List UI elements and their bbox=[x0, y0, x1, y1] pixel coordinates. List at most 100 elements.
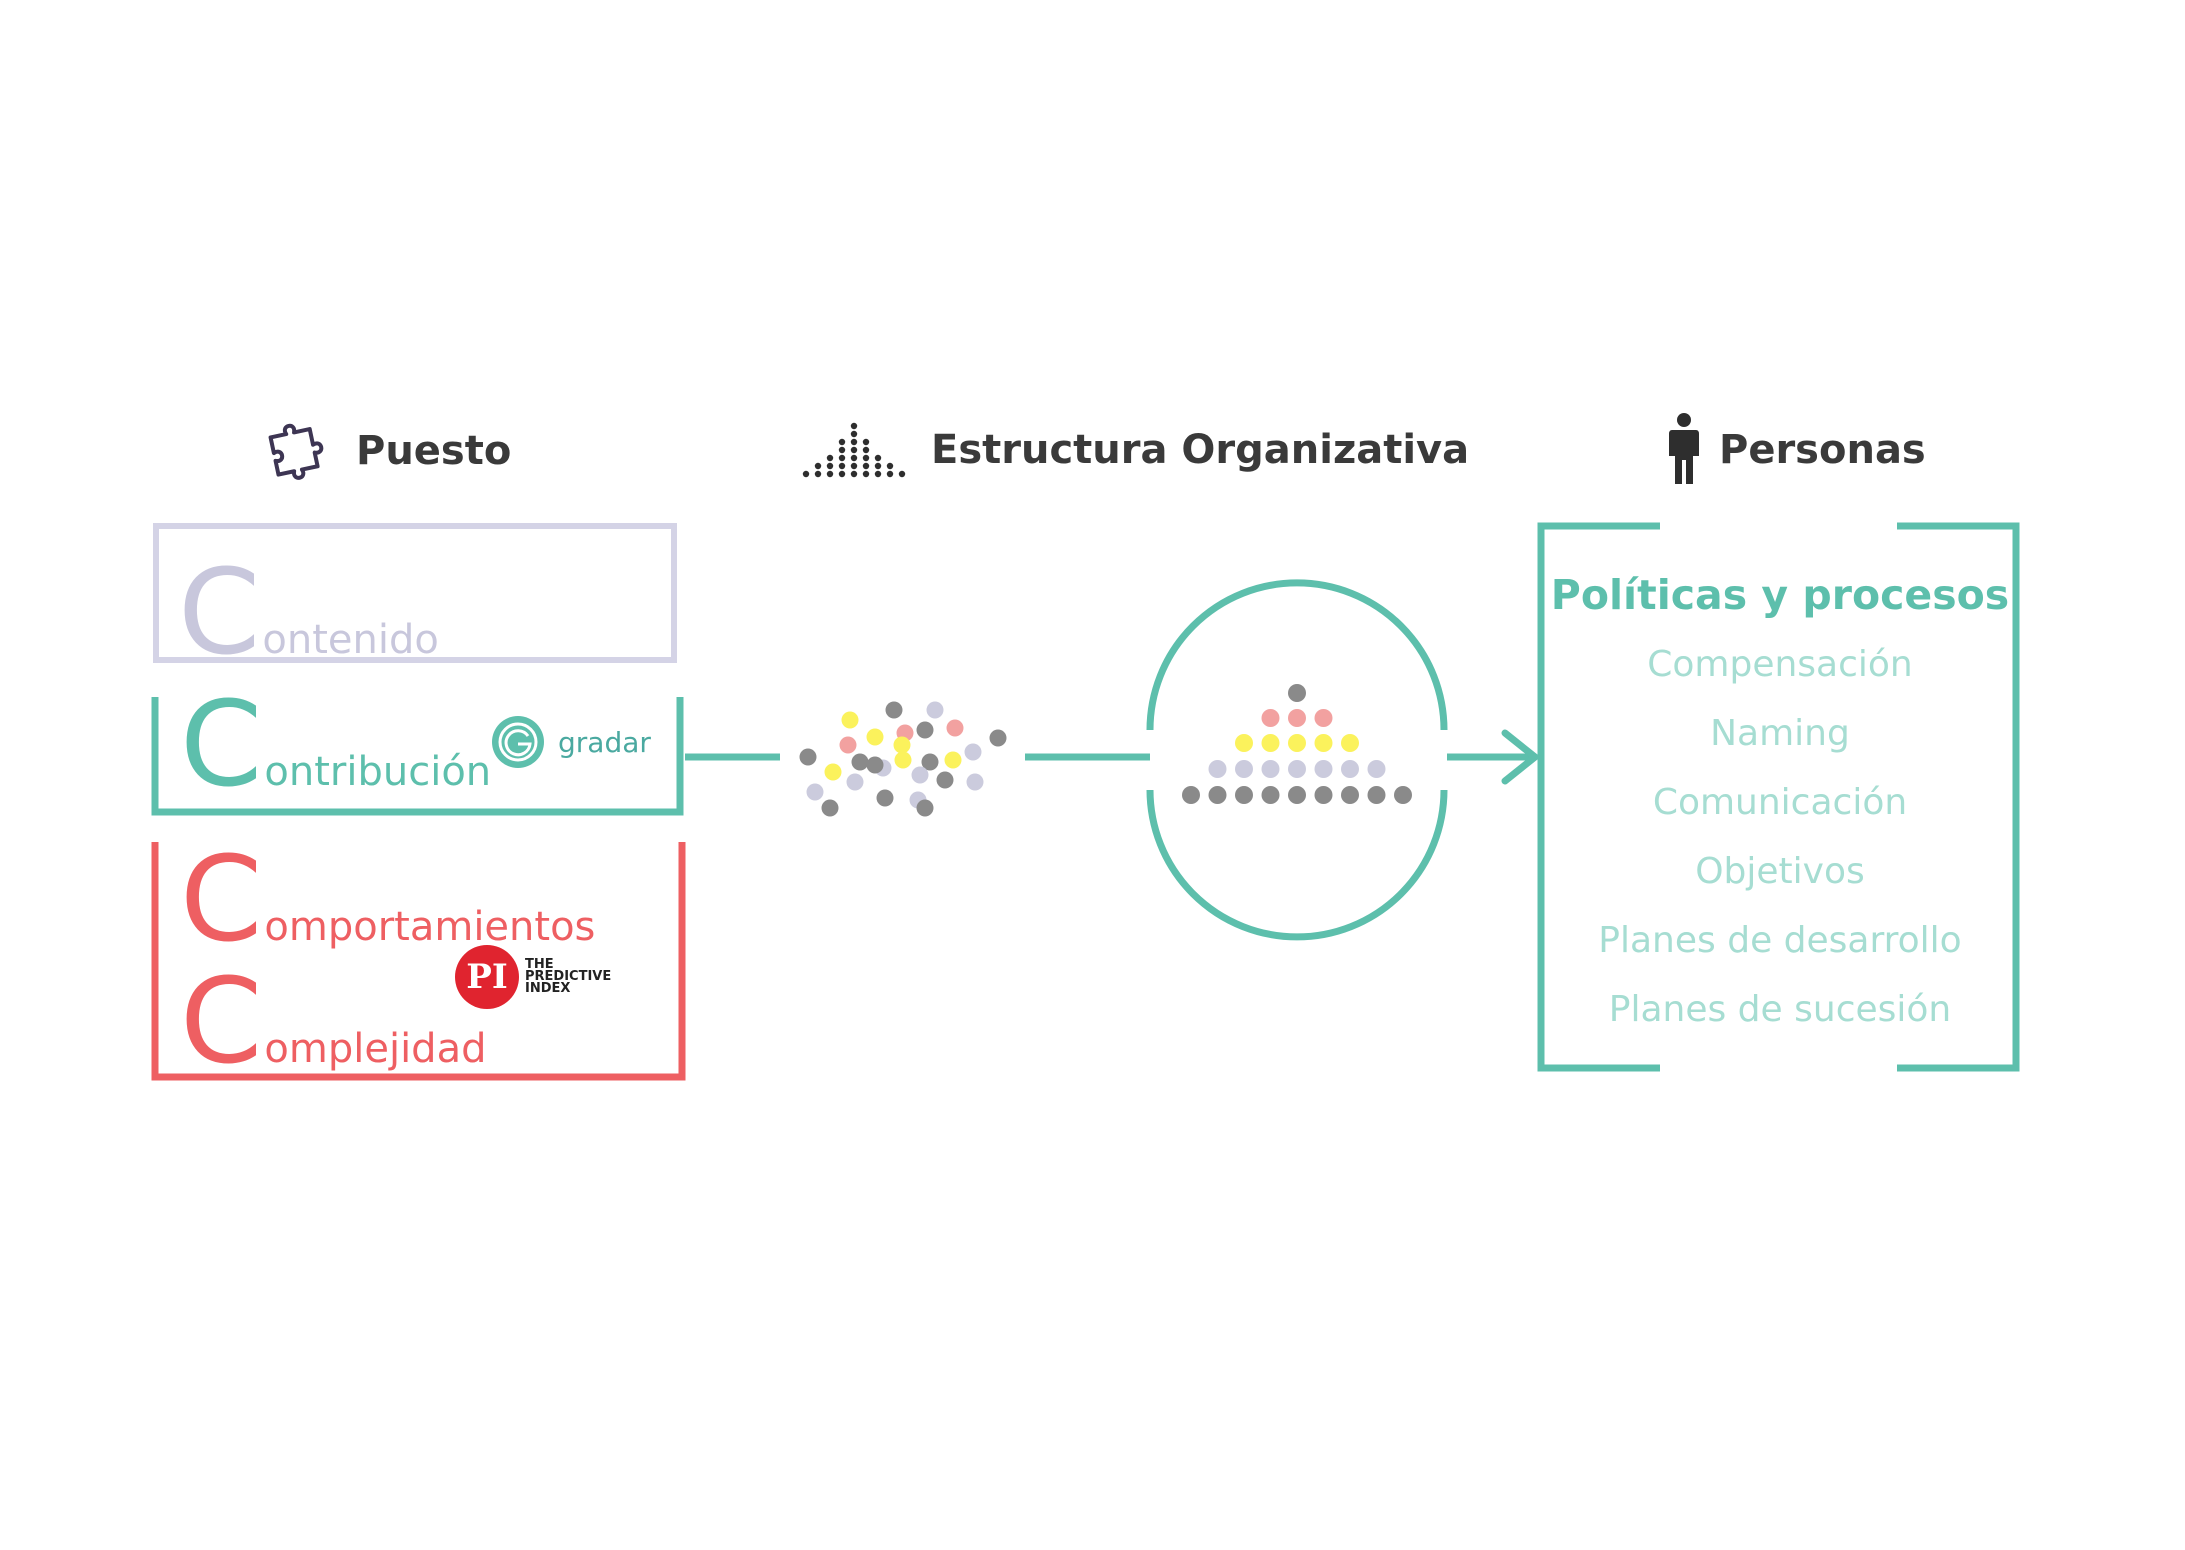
contenido-box bbox=[153, 523, 677, 663]
pyramid-icon-dot bbox=[862, 462, 870, 470]
scattered-dots bbox=[799, 701, 1007, 817]
pi-line-2: PREDICTIVE bbox=[525, 969, 612, 984]
contenido-term: C ontenido bbox=[178, 553, 439, 671]
pyramid-dot bbox=[1341, 760, 1359, 778]
pyramid-dot bbox=[1288, 734, 1306, 752]
header-puesto: Puesto bbox=[268, 418, 511, 484]
pyramid-dot bbox=[1261, 709, 1280, 727]
pyramid-dot bbox=[1314, 734, 1333, 752]
scatter-dot bbox=[966, 773, 984, 791]
scatter-dot bbox=[964, 743, 982, 761]
pyramid-icon-dot bbox=[850, 454, 858, 462]
pyramid-dot bbox=[1235, 786, 1253, 804]
pyramid-icon-dot bbox=[838, 454, 846, 462]
pyramid-dot bbox=[1341, 786, 1359, 804]
scatter-dot bbox=[893, 736, 911, 754]
pyramid-dot bbox=[1367, 786, 1386, 804]
pyramid-dot bbox=[1367, 760, 1386, 778]
pyramid-icon-dot bbox=[874, 470, 882, 478]
scatter-dot bbox=[944, 751, 962, 769]
scatter-dot bbox=[846, 773, 864, 791]
contribucion-initial: C bbox=[180, 675, 263, 813]
complejidad-initial: C bbox=[180, 952, 263, 1090]
pyramid-dot bbox=[1261, 734, 1280, 752]
pyramid-icon-dot bbox=[802, 470, 810, 478]
scatter-dot bbox=[989, 729, 1007, 747]
politicas-item: Compensación bbox=[1647, 644, 1913, 685]
pyramid-dot bbox=[1208, 786, 1227, 804]
scatter-dot bbox=[851, 753, 869, 771]
pyramid-dot bbox=[1288, 684, 1306, 702]
scatter-dot bbox=[916, 721, 934, 739]
header-puesto-label: Puesto bbox=[356, 428, 512, 474]
complejidad-term: C omplejidad bbox=[180, 962, 486, 1080]
politicas-item: Comunicación bbox=[1652, 782, 1908, 823]
pyramid-icon-dot bbox=[874, 462, 882, 470]
dot-pyramid-icon bbox=[802, 422, 906, 478]
pyramid-icon-dot bbox=[862, 438, 870, 446]
scatter-dot bbox=[921, 753, 939, 771]
structure-circle bbox=[1146, 579, 1448, 731]
pyramid-icon-dot bbox=[850, 462, 858, 470]
pyramid-icon-dot bbox=[862, 470, 870, 478]
pyramid-dot bbox=[1288, 760, 1306, 778]
pyramid-dot bbox=[1261, 786, 1280, 804]
pyramid-icon-dot bbox=[850, 422, 858, 430]
pyramid-dot bbox=[1182, 786, 1200, 804]
scatter-dot bbox=[876, 789, 894, 807]
contenido-label: ontenido bbox=[262, 617, 439, 663]
politicas-item: Planes de desarrollo bbox=[1598, 920, 1962, 961]
pyramid-dot bbox=[1394, 786, 1412, 804]
contribucion-bracket bbox=[151, 697, 684, 816]
pyramid-dot bbox=[1288, 709, 1306, 727]
pyramid-icon-dot bbox=[886, 470, 894, 478]
politicas-title: Políticas y procesos bbox=[1550, 571, 2010, 619]
gradar-logo-text: gradar bbox=[558, 725, 651, 759]
pyramid-icon-dot bbox=[862, 446, 870, 454]
complejidad-label: omplejidad bbox=[264, 1026, 487, 1072]
header-estructura-label: Estructura Organizativa bbox=[931, 427, 1470, 473]
comportamientos-term: C omportamientos bbox=[180, 840, 595, 958]
pyramid-icon-dot bbox=[850, 446, 858, 454]
scatter-dot bbox=[926, 701, 944, 719]
scatter-dot bbox=[799, 748, 817, 766]
pyramid-icon-dot bbox=[814, 470, 822, 478]
pyramid-dot bbox=[1208, 760, 1227, 778]
scatter-dot bbox=[894, 751, 912, 769]
comportamientos-label: omportamientos bbox=[264, 904, 596, 950]
predictive-index-logo: PI THE PREDICTIVE INDEX bbox=[455, 945, 611, 1009]
pyramid-icon-dot bbox=[862, 454, 870, 462]
comportamientos-bracket bbox=[151, 842, 686, 1081]
scatter-dot bbox=[821, 799, 839, 817]
gradar-logo-icon bbox=[492, 716, 544, 768]
scatter-dot bbox=[885, 701, 903, 719]
pyramid-icon-dot bbox=[838, 470, 846, 478]
pyramid-icon-dot bbox=[838, 438, 846, 446]
comportamientos-initial: C bbox=[180, 830, 263, 968]
contenido-initial: C bbox=[178, 543, 261, 681]
politicas-item: Objetivos bbox=[1695, 851, 1865, 892]
contribucion-term: C ontribución bbox=[180, 685, 491, 803]
pyramid-icon-dot bbox=[886, 462, 894, 470]
pyramid-icon-dot bbox=[826, 454, 834, 462]
pyramid-dot bbox=[1235, 734, 1253, 752]
contribucion-label: ontribución bbox=[264, 749, 492, 795]
pyramid-icon-dot bbox=[838, 446, 846, 454]
scatter-dot bbox=[936, 771, 954, 789]
scatter-dot bbox=[916, 799, 934, 817]
person-icon bbox=[1669, 413, 1699, 484]
pyramid-icon-dot bbox=[874, 454, 882, 462]
predictive-index-mark: PI bbox=[455, 945, 519, 1009]
pi-line-1: THE bbox=[525, 957, 554, 972]
pyramid-dot bbox=[1314, 709, 1333, 727]
pyramid-icon-dot bbox=[850, 438, 858, 446]
pi-line-3: INDEX bbox=[525, 981, 571, 996]
pyramid-dot bbox=[1235, 760, 1253, 778]
pyramid-dot bbox=[1314, 760, 1333, 778]
arrow-head-icon bbox=[1501, 729, 1539, 785]
politicas-item: Naming bbox=[1710, 713, 1850, 754]
pyramid-dots bbox=[1182, 684, 1412, 804]
pyramid-icon-dot bbox=[838, 462, 846, 470]
scatter-dot bbox=[946, 719, 964, 737]
scatter-dot bbox=[824, 763, 842, 781]
